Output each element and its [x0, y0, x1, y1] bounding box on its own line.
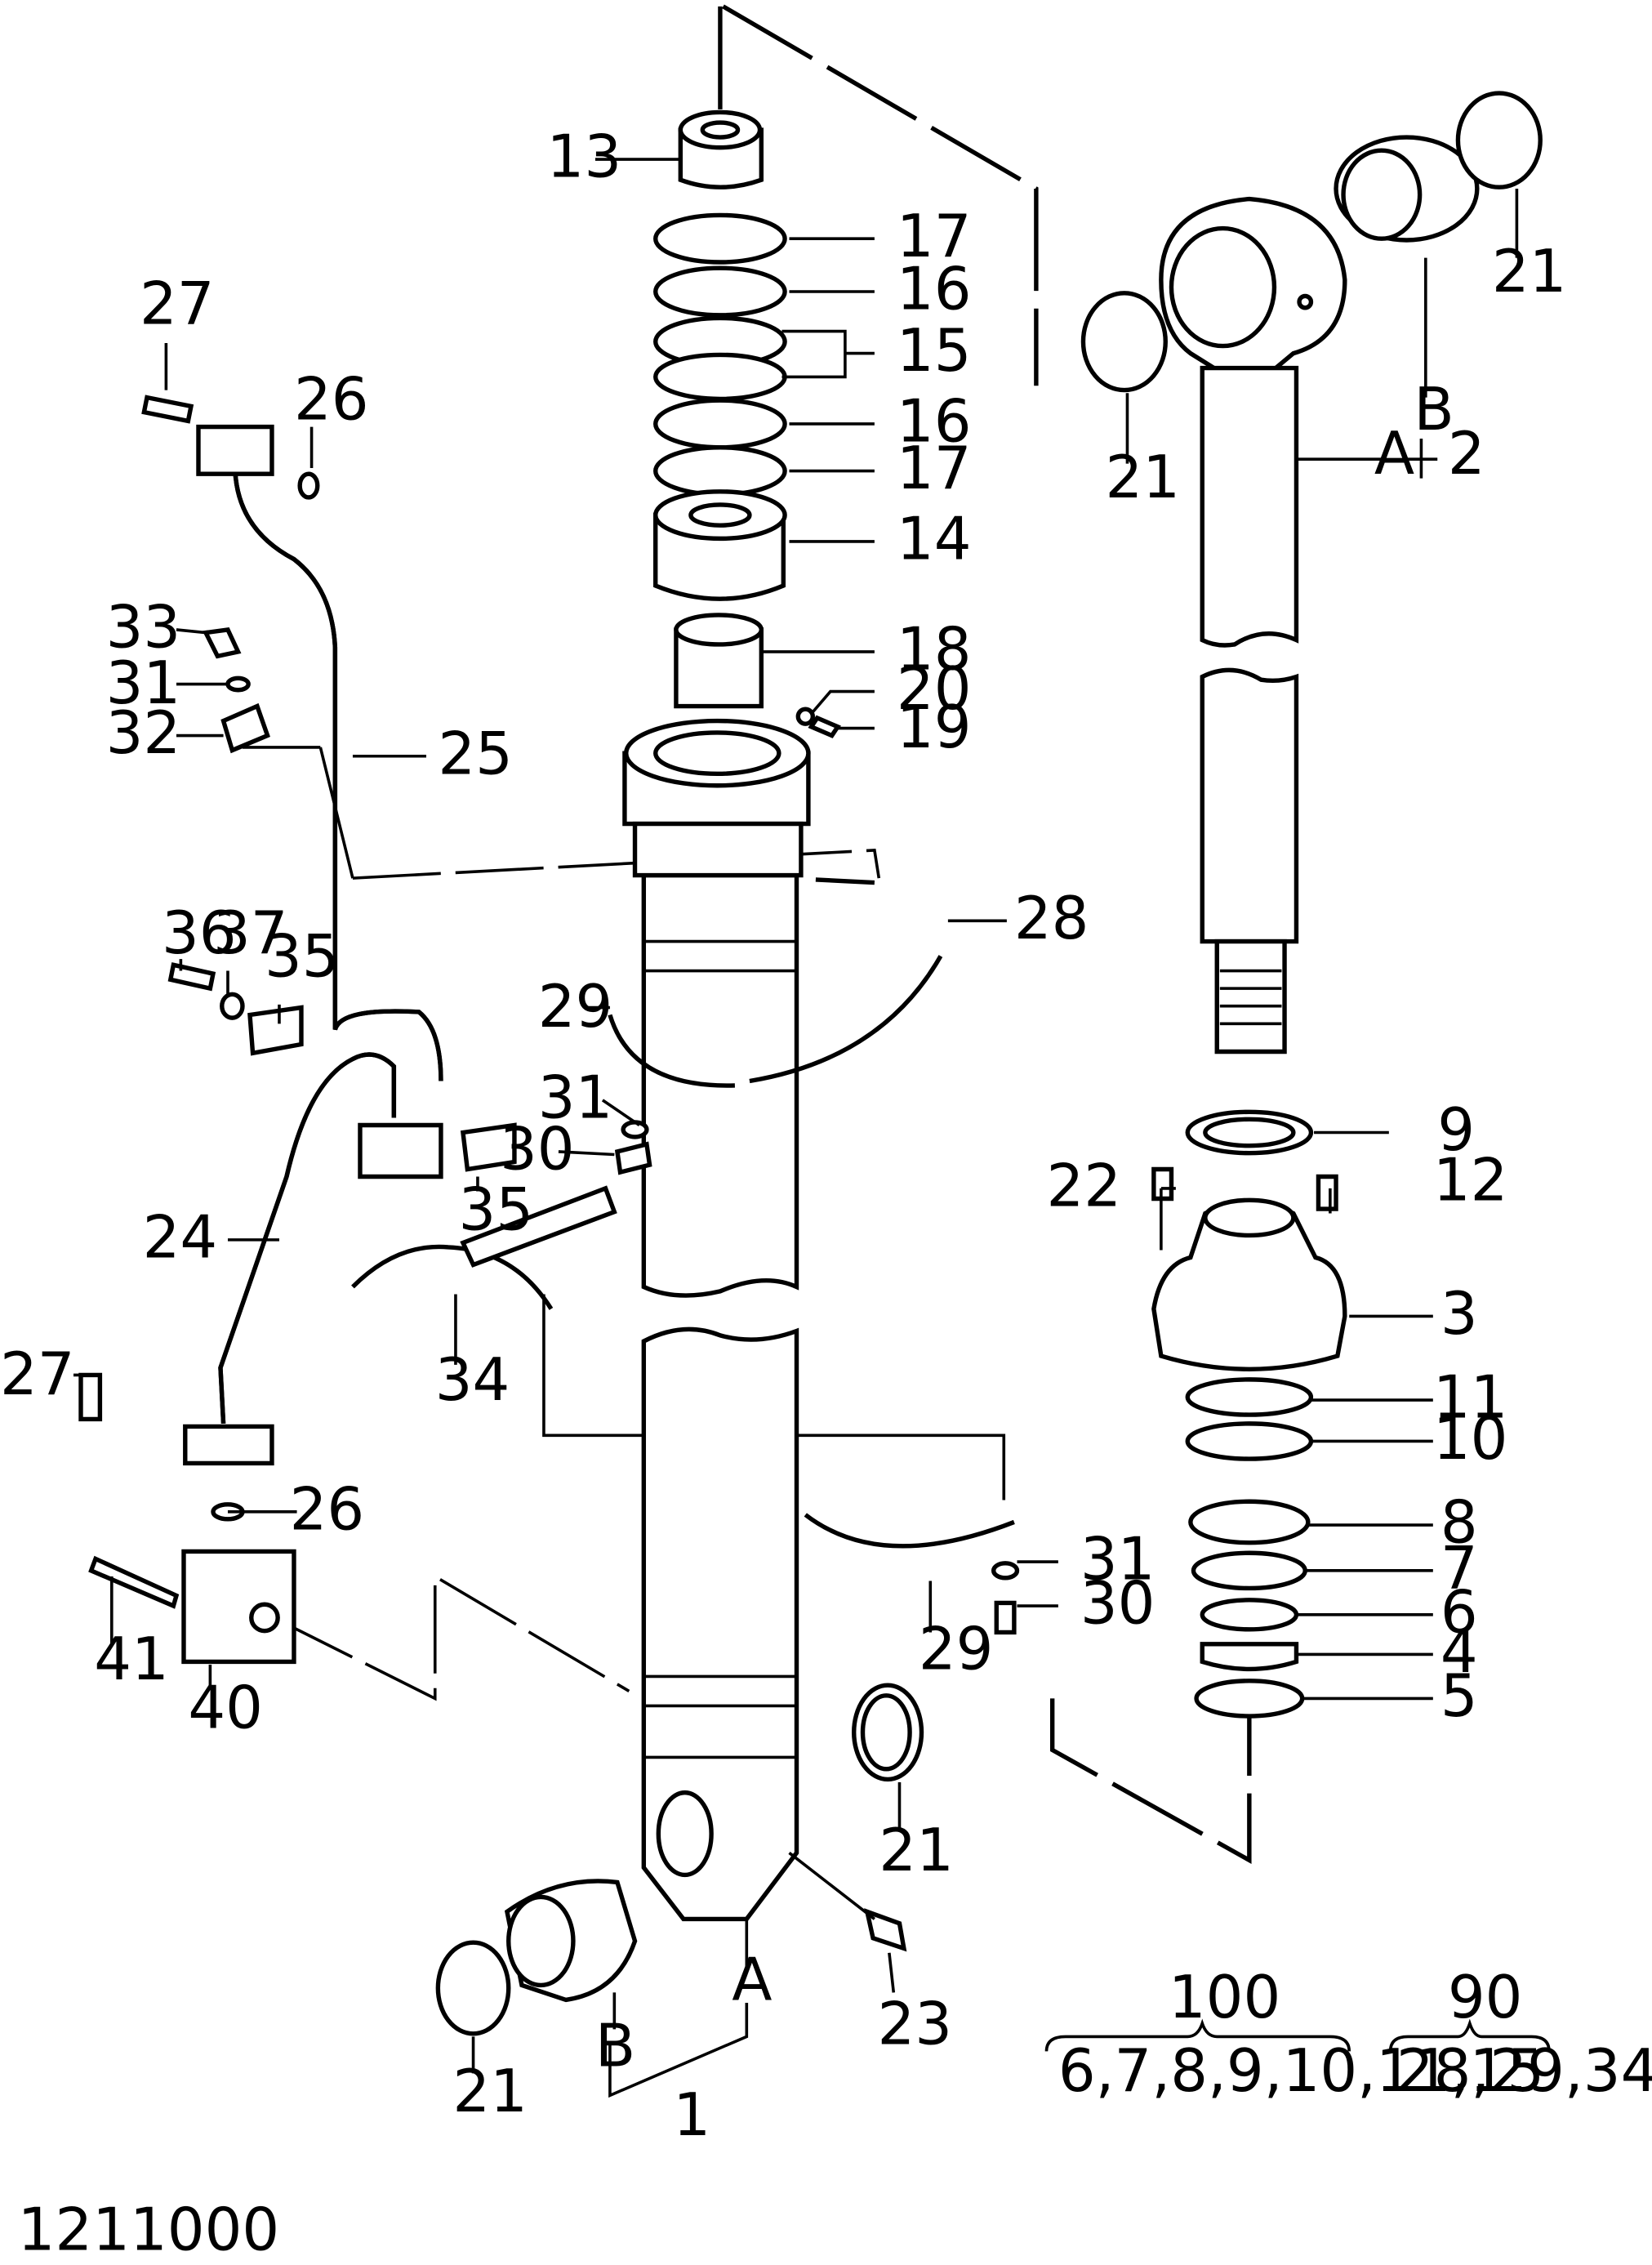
callout: 29 — [538, 972, 613, 1041]
callout: A — [1374, 419, 1414, 488]
callout: 5 — [1440, 1661, 1478, 1730]
seal-stack — [653, 109, 841, 738]
callout: B — [595, 2011, 635, 2080]
callout: 34 — [435, 1345, 510, 1414]
drawing-number: 1211000 — [18, 2195, 280, 2263]
callout: 25 — [438, 719, 513, 787]
callout: 2 — [1448, 419, 1485, 488]
callout: 35 — [459, 1175, 534, 1243]
callout: 17 — [897, 434, 972, 502]
kit-group-100: 100 6,7,8,9,10,11,15 — [1044, 1963, 1544, 2105]
callout: 31 — [538, 1063, 613, 1132]
callout: 16 — [897, 387, 972, 456]
callout: 23 — [877, 1989, 952, 2058]
callout: 4 — [1440, 1617, 1478, 1686]
callout: 32 — [106, 698, 181, 767]
callout: 29 — [919, 1614, 994, 1683]
piping — [181, 424, 443, 1665]
callout: 18 — [897, 615, 972, 684]
callout: 31 — [106, 649, 181, 717]
callout: 40 — [188, 1673, 263, 1741]
callout: 41 — [94, 1625, 169, 1693]
clamps — [351, 877, 1015, 1549]
gland-assembly — [1151, 1109, 1347, 1719]
callout: 12 — [1433, 1145, 1508, 1214]
callout: 19 — [897, 693, 972, 761]
piston-rod — [1080, 91, 1543, 1054]
callout: 21 — [1492, 237, 1567, 305]
callout: 24 — [143, 1202, 218, 1271]
hardware — [78, 395, 1020, 2036]
callout: 9 — [1437, 1095, 1475, 1164]
callout: 7 — [1440, 1533, 1478, 1602]
callout: 21 — [452, 2057, 528, 2125]
leader-lines — [73, 158, 1519, 2098]
callout: 10 — [1433, 1404, 1508, 1473]
kit-number: 100 — [1169, 1963, 1280, 2031]
kit-contents: 28,29,34 — [1396, 2036, 1652, 2105]
callout: 13 — [547, 123, 622, 191]
callout: 22 — [1046, 1151, 1121, 1219]
callout: 33 — [106, 593, 181, 662]
callout: 3 — [1440, 1279, 1478, 1348]
callout: 27 — [140, 270, 215, 338]
callout: 16 — [897, 255, 972, 323]
callout: 11 — [1433, 1363, 1508, 1432]
callout: 27 — [0, 1340, 75, 1408]
callout: 28 — [1014, 884, 1089, 952]
callout: 8 — [1440, 1488, 1478, 1557]
callout: 15 — [897, 316, 972, 385]
callout: 30 — [1080, 1569, 1156, 1638]
callout: 35 — [265, 922, 340, 991]
callout: 20 — [897, 654, 972, 723]
callout: 36 — [162, 898, 237, 967]
callout: B — [1414, 375, 1454, 444]
callout: 21 — [1105, 443, 1180, 511]
callout-labels: 13 17 16 15 16 17 14 18 20 19 27 26 33 3… — [0, 123, 1566, 2149]
callout: 1 — [673, 2080, 710, 2149]
kit-group-90: 90 28,29,34 — [1388, 1963, 1652, 2105]
callout: 30 — [500, 1114, 575, 1183]
callout: 31 — [1080, 1525, 1156, 1594]
callout: 14 — [897, 505, 972, 573]
cylinder-tube — [622, 718, 811, 1922]
callout: 21 — [879, 1816, 954, 1884]
callout: 6 — [1440, 1577, 1478, 1646]
kit-contents: 6,7,8,9,10,11,15 — [1058, 2036, 1544, 2105]
callout: 26 — [294, 365, 369, 434]
callout: 37 — [213, 898, 288, 967]
callout: 17 — [897, 202, 972, 270]
kit-number: 90 — [1448, 1963, 1523, 2031]
callout: 26 — [290, 1474, 365, 1543]
callout: A — [732, 1945, 772, 2013]
